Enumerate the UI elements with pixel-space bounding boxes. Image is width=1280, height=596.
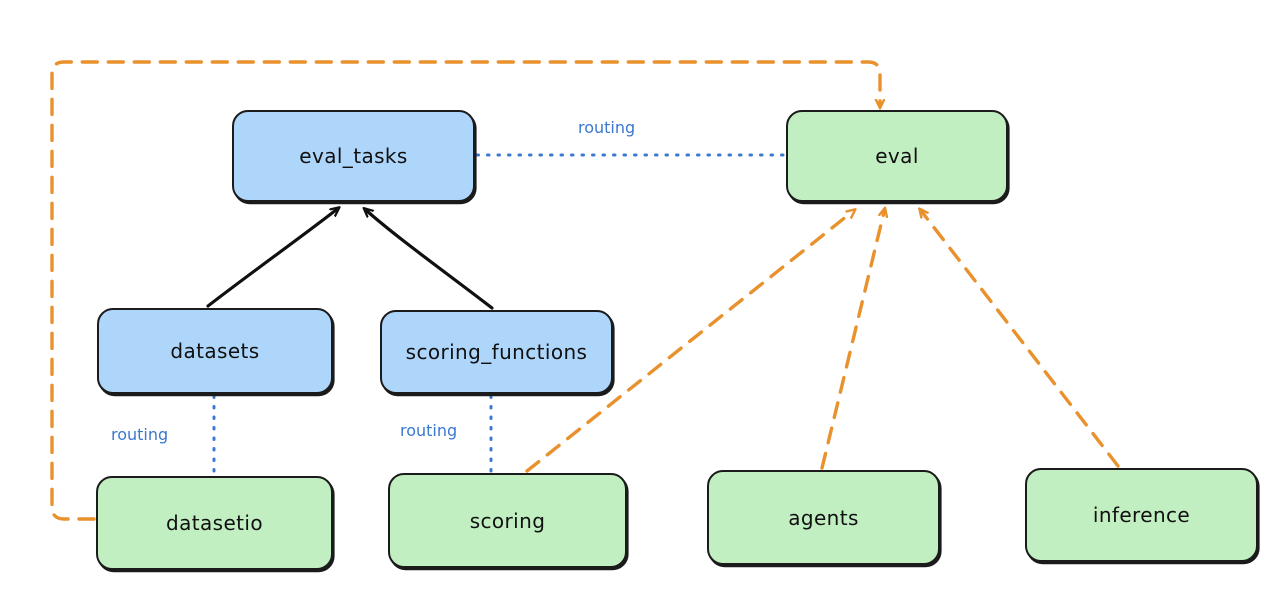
edge-scoring-to-eval [525,212,852,473]
node-label-inference: inference [1092,503,1191,527]
node-datasets[interactable]: datasets [97,308,333,394]
edge-label-routing-datasets-datasetio: routing [111,425,169,444]
edge-datasetio-to-eval [50,60,880,521]
node-label-scoring-functions: scoring_functions [405,340,588,364]
edge-scoring_functions-to-eval_tasks [367,211,494,310]
node-scoring-functions[interactable]: scoring_functions [380,310,613,394]
node-inference[interactable]: inference [1025,468,1258,562]
edge-label-routing-eval-tasks-eval: routing [578,118,636,137]
node-label-datasetio: datasetio [165,511,263,535]
node-scoring[interactable]: scoring [388,473,627,568]
node-label-scoring: scoring [469,508,546,533]
edge-inference-to-eval [922,212,1120,468]
node-label-eval-tasks: eval_tasks [299,144,408,168]
edge-label-routing-scoring-functions-scoring: routing [400,421,458,440]
node-datasetio[interactable]: datasetio [96,476,333,570]
edge-datasets-to-eval_tasks [206,210,336,308]
node-label-agents: agents [788,505,859,530]
node-eval[interactable]: eval [786,110,1008,202]
node-eval-tasks[interactable]: eval_tasks [232,110,475,202]
node-label-eval: eval [875,144,919,168]
node-label-datasets: datasets [170,339,260,363]
node-agents[interactable]: agents [707,470,940,565]
edge-agents-to-eval [820,212,884,470]
